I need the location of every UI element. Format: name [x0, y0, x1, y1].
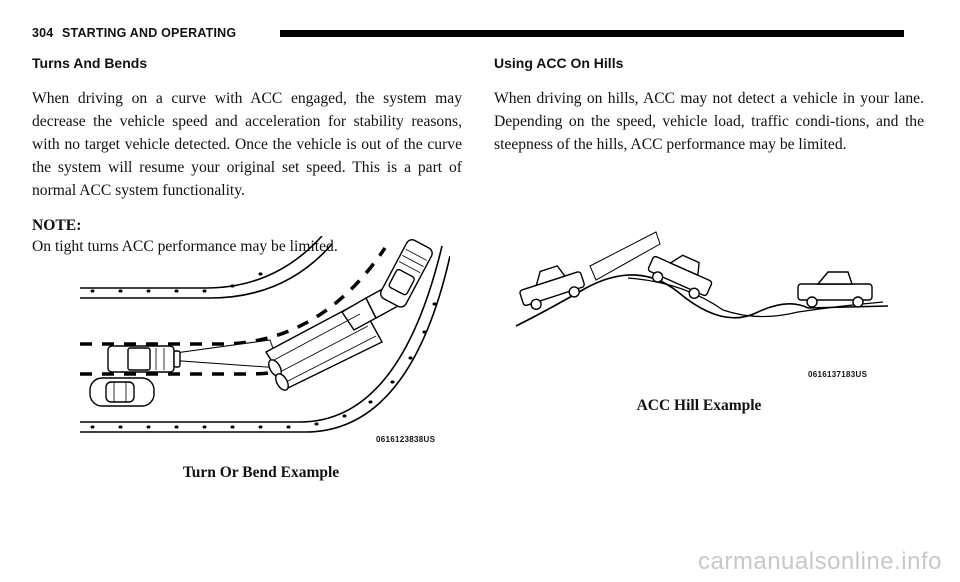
turns-heading: Turns And Bends: [32, 55, 148, 71]
hills-paragraph: When driving on hills, ACC may not detec…: [494, 90, 924, 153]
turn-bend-illustration: 0616123838US: [70, 236, 450, 458]
note-label: NOTE:: [32, 217, 82, 234]
left-column: Turns And Bends When driving on a curve …: [32, 54, 462, 258]
turn-figure-code: 0616123838US: [376, 435, 436, 444]
turn-figure-caption: Turn Or Bend Example: [182, 464, 340, 481]
hill-figure-code: 0616137183US: [808, 370, 868, 379]
section-title: STARTING AND OPERATING: [62, 26, 237, 40]
page-header: 304 STARTING AND OPERATING: [32, 25, 904, 43]
header-rule: [280, 30, 904, 37]
watermark: carmanualsonline.info: [698, 548, 942, 575]
turns-paragraph: When driving on a curve with ACC engaged…: [32, 90, 462, 199]
note-text: On tight turns ACC performance may be li…: [32, 238, 338, 255]
hill-figure-caption: ACC Hill Example: [636, 397, 762, 414]
right-column: Using ACC On Hills When driving on hills…: [494, 54, 924, 156]
hill-illustration: 0616137183US: [508, 222, 888, 382]
hills-heading: Using ACC On Hills: [494, 55, 624, 71]
page-number: 304: [32, 26, 54, 40]
